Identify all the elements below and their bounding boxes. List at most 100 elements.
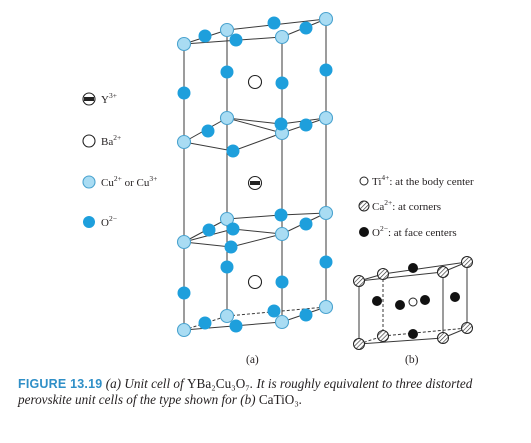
o-ion: [267, 304, 281, 318]
cu-ion: [176, 234, 192, 250]
o-ion-b: [395, 300, 405, 310]
o-ion: [275, 275, 289, 289]
o-ion: [226, 144, 240, 158]
legend-ba-charge: 2+: [113, 133, 121, 142]
o-ion: [226, 222, 240, 236]
cu-ion: [318, 299, 334, 315]
cu-ion: [274, 29, 290, 45]
o-ion: [267, 16, 281, 30]
legend-b-ti-row: Ti4+: at the body center: [359, 173, 474, 188]
o-ion-b: [408, 329, 418, 339]
legend-b-o-row: O2−: at face centers: [359, 224, 457, 239]
legend-cu-label2: Cu: [137, 177, 150, 189]
o-ion-b: [372, 296, 382, 306]
o-ion: [299, 118, 313, 132]
legend-b-o-desc: : at face centers: [388, 227, 457, 239]
ca-ion: [377, 268, 389, 280]
o-ion: [177, 286, 191, 300]
legend-cu-connector: or: [122, 177, 137, 189]
o-ion-b: [408, 263, 418, 273]
svg-text:O2−: at face centers: O2−: at face centers: [372, 224, 457, 239]
legend-cu-label: Cu: [101, 177, 114, 189]
cu-ion: [274, 226, 290, 242]
caption-formula-b: CaTiO₃: [258, 392, 299, 407]
o-ion: [229, 33, 243, 47]
cu-ion: [318, 205, 334, 221]
o-ion: [274, 208, 288, 222]
ba-ion: [247, 274, 263, 290]
caption-label: FIGURE 13.19: [18, 377, 103, 391]
o-ion: [201, 124, 215, 138]
o-ion: [220, 65, 234, 79]
legend-y-label: Y: [101, 94, 109, 106]
legend-ca-label: Ca: [372, 201, 384, 213]
o-ion: [198, 316, 212, 330]
legend-b-o-label: O: [372, 227, 380, 239]
legend-b: Ti4+: at the body center Ca2+: at corner…: [358, 173, 474, 239]
structure-a-atoms: [176, 11, 334, 338]
cu-ion: [219, 308, 235, 324]
cu-ion: [318, 110, 334, 126]
cu-ion: [219, 211, 235, 227]
legend-y-charge: 3+: [109, 91, 117, 100]
legend-ba-label: Ba: [101, 136, 113, 148]
legend-a: Y3+ Ba2+ Cu2+ or Cu3+ O2−: [82, 91, 157, 229]
ca-ion: [461, 322, 473, 334]
legend-cu-charge: 2+: [114, 174, 122, 183]
caption-part3: .: [298, 392, 303, 407]
caption-part1: (a) Unit cell of: [105, 376, 187, 391]
o-ion: [274, 117, 288, 131]
svg-text:Cu2+ or Cu3+: Cu2+ or Cu3+: [101, 174, 157, 189]
o-ion: [202, 223, 216, 237]
ca-ion: [437, 266, 449, 278]
cu-ion: [274, 314, 290, 330]
ca-ion: [461, 256, 473, 268]
ti-ion: [408, 297, 418, 307]
legend-cu-charge2: 3+: [149, 174, 157, 183]
cu-ion: [219, 110, 235, 126]
o-ion-b: [420, 295, 430, 305]
o-ion: [229, 319, 243, 333]
ca-ion: [353, 338, 365, 350]
panel-label-b: (b): [405, 354, 419, 366]
legend-b-ca-row: Ca2+: at corners: [358, 198, 441, 213]
figure-caption: FIGURE 13.19 (a) Unit cell of YBa₂Cu₃O₇.…: [18, 376, 518, 408]
legend-a-ba-row: Ba2+: [82, 133, 121, 148]
caption-formula-a: YBa₂Cu₃O₇: [187, 376, 250, 391]
svg-text:Ba2+: Ba2+: [101, 133, 121, 148]
cu-ion: [176, 322, 192, 338]
legend-ti-desc: : at the body center: [389, 176, 474, 188]
o-ion: [299, 308, 313, 322]
ca-ion: [377, 330, 389, 342]
caption-text: (a) Unit cell of YBa₂Cu₃O₇. It is roughl…: [18, 376, 472, 407]
cu-ion: [219, 22, 235, 38]
legend-o-charge: 2−: [109, 214, 117, 223]
legend-ca-charge: 2+: [384, 198, 392, 207]
o-ion-b: [450, 292, 460, 302]
legend-a-o-row: O2−: [83, 214, 117, 229]
svg-text:Ti4+: at the body center: Ti4+: at the body center: [372, 173, 474, 188]
ca-ion: [353, 275, 365, 287]
svg-text:O2−: O2−: [101, 214, 117, 229]
o-ion: [319, 63, 333, 77]
legend-ti-charge: 4+: [381, 173, 389, 182]
cu-ion: [176, 36, 192, 52]
panel-label-a: (a): [246, 354, 259, 366]
o-ion: [220, 260, 234, 274]
o-ion: [299, 217, 313, 231]
cu-ion: [176, 134, 192, 150]
ca-ion: [437, 332, 449, 344]
legend-a-cu-row: Cu2+ or Cu3+: [82, 174, 157, 189]
legend-ti-label: Ti: [372, 176, 381, 188]
o-ion: [299, 21, 313, 35]
legend-b-o-charge: 2−: [380, 224, 388, 233]
structure-b-atoms: [353, 256, 473, 350]
o-ion: [224, 240, 238, 254]
legend-o-label: O: [101, 217, 109, 229]
ba-ion: [247, 74, 263, 90]
legend-ca-desc: : at corners: [392, 201, 441, 213]
y-ion: [247, 175, 263, 191]
o-ion: [198, 29, 212, 43]
svg-text:Y3+: Y3+: [101, 91, 117, 106]
